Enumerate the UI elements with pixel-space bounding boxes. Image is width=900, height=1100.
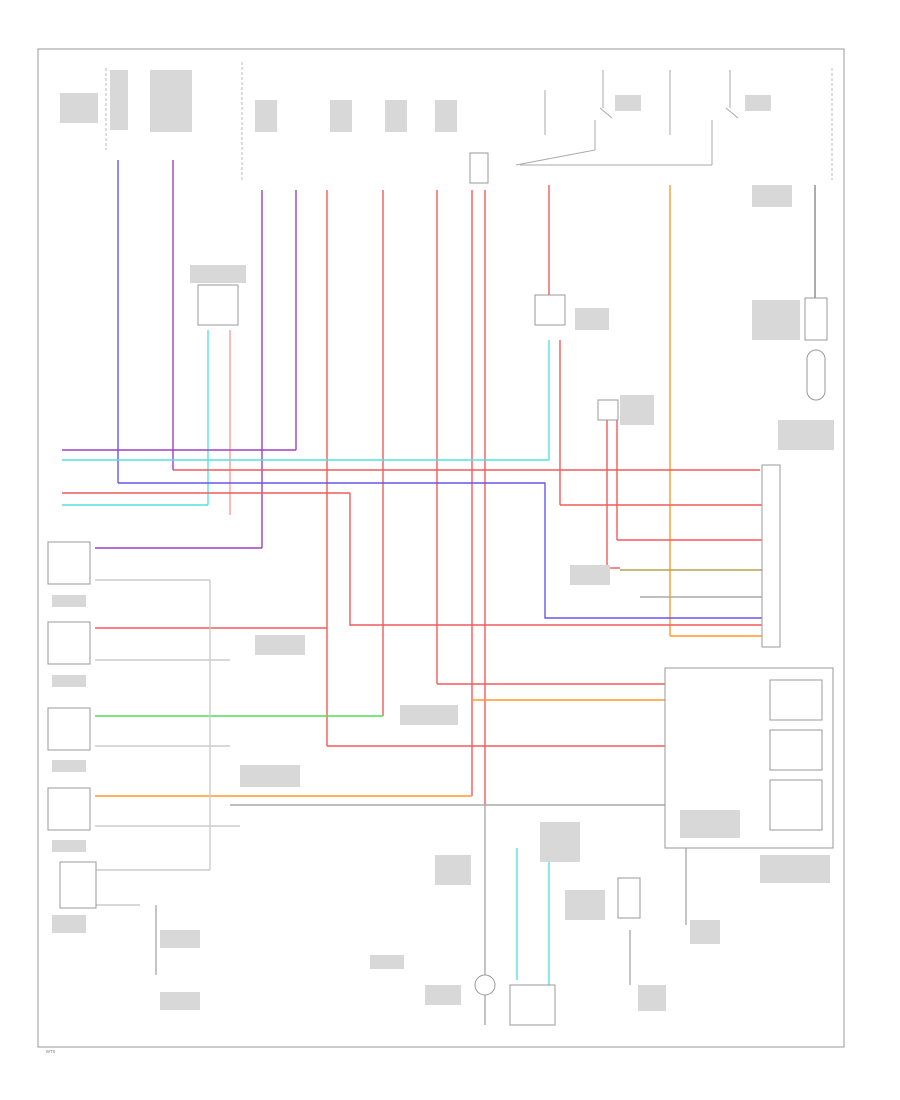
vertical-wires [117, 160, 816, 805]
sensor-box [804, 297, 828, 341]
footer-code: WTS [46, 1049, 56, 1054]
wire-h-blue-483 [118, 482, 762, 619]
lower-box [509, 984, 556, 1026]
lamp [474, 974, 496, 996]
relay-box-2 [769, 729, 823, 771]
component-box-5 [59, 861, 97, 909]
component-box-1 [47, 541, 91, 585]
lower-component [617, 877, 641, 919]
sensor-capsule [806, 349, 826, 401]
component-box-4 [47, 787, 91, 831]
connector-box-top [197, 284, 239, 326]
control-module [761, 464, 781, 648]
component-box-2 [47, 621, 91, 665]
switch-small [597, 399, 619, 421]
component-box-3 [47, 707, 91, 751]
wire-h-red-350 [349, 493, 762, 626]
horizontal-wires [62, 449, 762, 906]
relay-top [534, 294, 566, 326]
relay-box-3 [769, 779, 823, 831]
diagram-frame [37, 48, 845, 1048]
lower-wires [155, 580, 687, 1025]
left-components [47, 284, 239, 909]
label-blocks [52, 70, 834, 1011]
power-distribution [105, 62, 833, 184]
relay-box-1 [769, 679, 823, 721]
